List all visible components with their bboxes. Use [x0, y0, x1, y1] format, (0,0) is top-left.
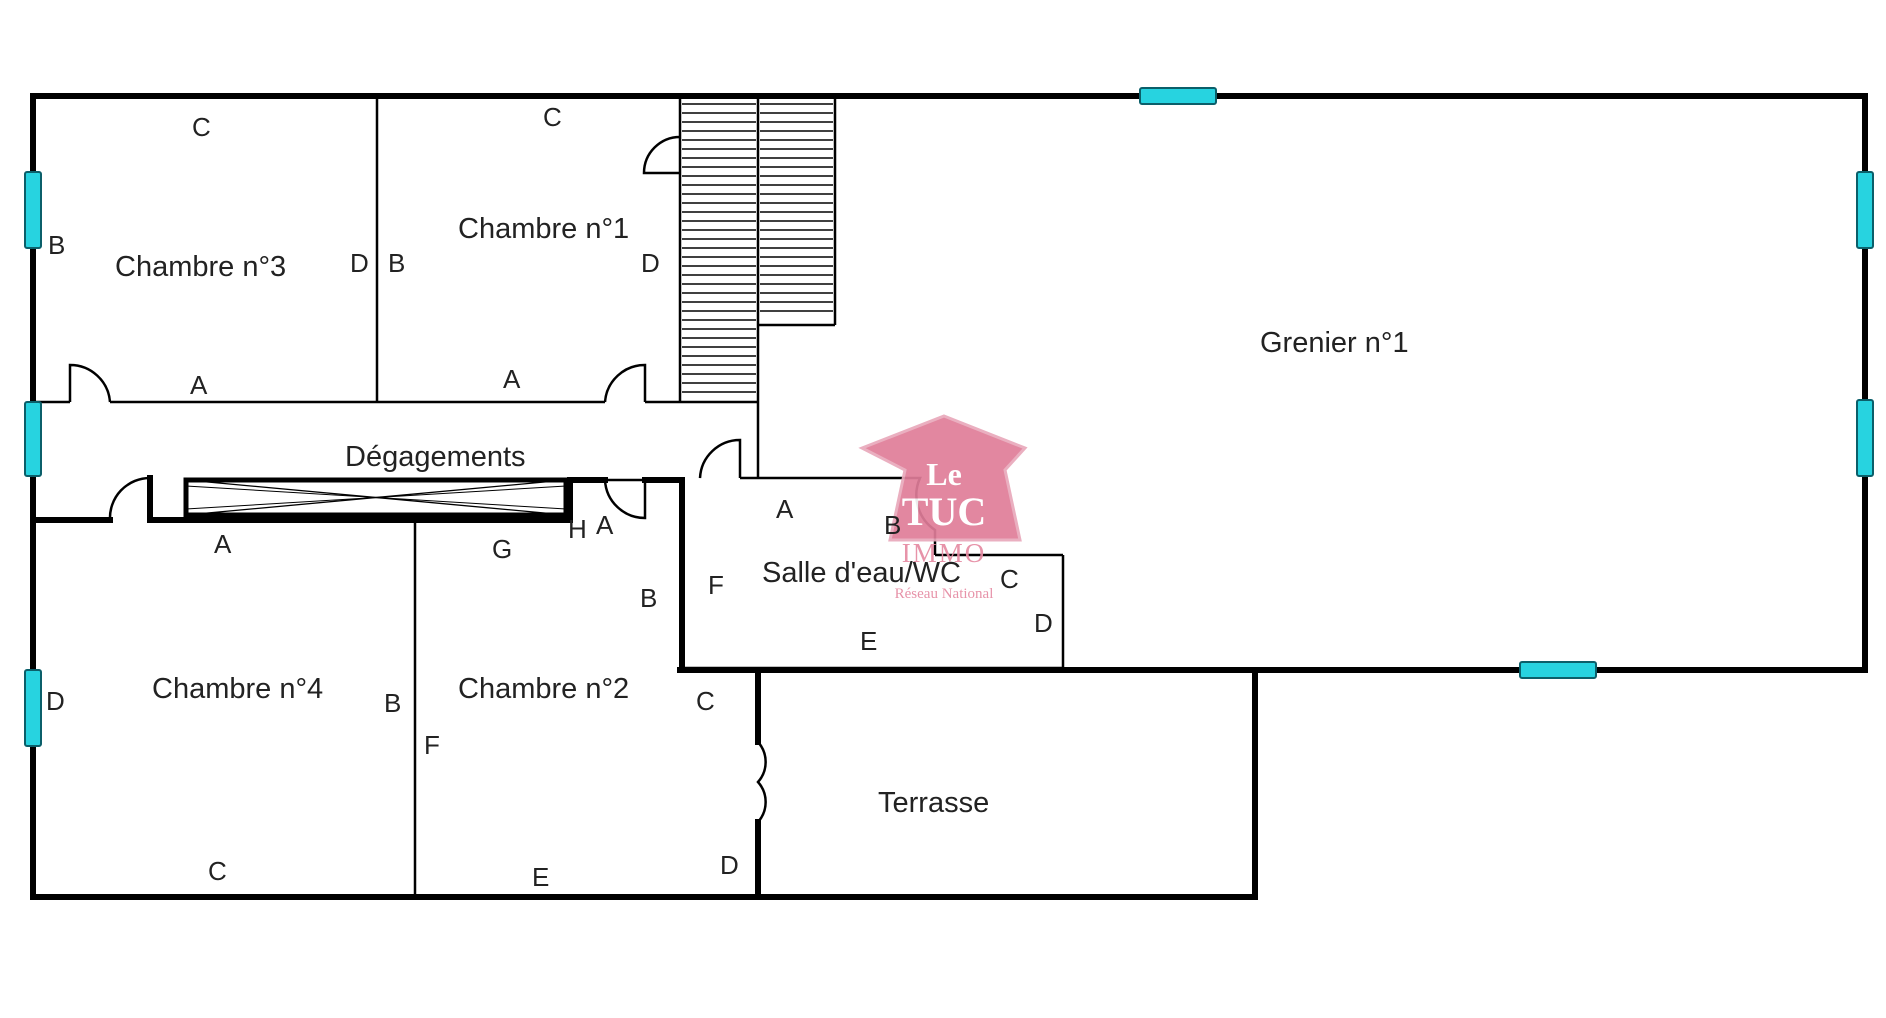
wall-label: F — [708, 570, 724, 600]
room-chambre4: Chambre n°4 — [152, 673, 323, 705]
wall-label: B — [640, 583, 657, 613]
wall-label: C — [1000, 564, 1019, 594]
wall-label: H — [568, 514, 587, 544]
room-chambre2: Chambre n°2 — [458, 673, 629, 705]
wall-label: A — [776, 494, 794, 524]
room-grenier1: Grenier n°1 — [1260, 327, 1409, 359]
window-left-ch4 — [24, 669, 42, 747]
door-ch1 — [603, 363, 647, 403]
wall-label: D — [1034, 608, 1053, 638]
wall-label: B — [884, 510, 901, 540]
door-terrasse — [756, 741, 767, 823]
room-labels: Chambre n°3 Chambre n°1 Grenier n°1 Déga… — [115, 213, 1409, 819]
door-ch2 — [603, 478, 647, 520]
interior-walls — [33, 96, 1065, 897]
logo-line1: Le — [926, 456, 962, 492]
wall-label: C — [543, 102, 562, 132]
wall-label: D — [46, 686, 65, 716]
wall-label: C — [208, 856, 227, 886]
wall-label: E — [860, 626, 877, 656]
wall-label: F — [424, 730, 440, 760]
logo-line3: IMMO — [902, 538, 987, 568]
door-ch4 — [108, 476, 151, 521]
window-right-top — [1856, 171, 1874, 249]
window-grenier-bottom — [1519, 661, 1597, 679]
room-degagements: Dégagements — [345, 441, 526, 473]
window-left-corridor — [24, 401, 42, 477]
corridor-cupboard — [183, 477, 569, 518]
wall-label: A — [503, 364, 521, 394]
window-right-mid — [1856, 399, 1874, 477]
window-left-ch3 — [24, 171, 42, 249]
wall-label: A — [190, 370, 208, 400]
window-top-grenier — [1139, 87, 1217, 105]
door-sde — [698, 438, 742, 479]
staircase — [682, 103, 833, 393]
room-terrasse: Terrasse — [878, 787, 989, 819]
door-ch1-closet — [642, 135, 681, 175]
watermark-logo: Le TUC IMMO Réseau National — [858, 414, 1028, 602]
wall-label: C — [696, 686, 715, 716]
wall-label: A — [214, 529, 232, 559]
exterior-walls — [30, 93, 1868, 900]
wall-label: B — [384, 688, 401, 718]
wall-label: B — [48, 230, 65, 260]
door-ch3 — [68, 363, 112, 403]
windows — [24, 87, 1874, 747]
wall-label: A — [596, 510, 614, 540]
room-salle-eau: Salle d'eau/WC — [762, 557, 961, 589]
wall-label: D — [641, 248, 660, 278]
wall-labels: C B D A C B D A A D B C G H A B F C D E … — [46, 102, 1053, 892]
logo-tent-shape — [858, 414, 1028, 542]
logo-line2: TUC — [902, 489, 986, 534]
wall-label: C — [192, 112, 211, 142]
wall-label: G — [492, 534, 512, 564]
logo-line4: Réseau National — [895, 586, 994, 602]
doors — [68, 135, 937, 823]
wall-label: B — [388, 248, 405, 278]
room-chambre3: Chambre n°3 — [115, 251, 286, 283]
room-chambre1: Chambre n°1 — [458, 213, 629, 245]
wall-label: D — [350, 248, 369, 278]
wall-label: E — [532, 862, 549, 892]
wall-label: D — [720, 850, 739, 880]
